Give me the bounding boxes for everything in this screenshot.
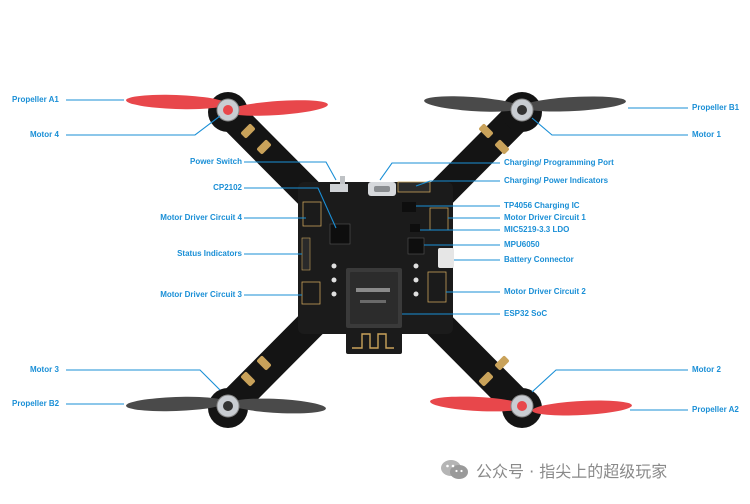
leader-lines (66, 99, 688, 411)
label-motor-driver-2: Motor Driver Circuit 2 (504, 287, 586, 296)
label-mpu6050: MPU6050 (504, 240, 540, 249)
label-charging-port: Charging/ Programming Port (504, 158, 614, 167)
propeller-a2 (430, 396, 632, 416)
propeller-a1 (126, 94, 328, 116)
label-motor-2: Motor 2 (692, 365, 721, 374)
label-motor-1: Motor 1 (692, 130, 721, 139)
label-motor-3: Motor 3 (30, 365, 59, 374)
label-power-switch: Power Switch (189, 157, 242, 166)
label-esp32: ESP32 SoC (504, 309, 548, 318)
watermark-text: 公众号 · 指尖上的超级玩家 (476, 462, 668, 481)
propeller-b2 (126, 396, 326, 414)
label-propeller-a2: Propeller A2 (692, 405, 739, 414)
label-motor-4: Motor 4 (30, 130, 59, 139)
label-charging-indicators: Charging/ Power Indicators (504, 176, 609, 185)
label-status-indicators: Status Indicators (177, 249, 242, 258)
label-motor-driver-4: Motor Driver Circuit 4 (160, 213, 242, 222)
label-mic5219: MIC5219-3.3 LDO (504, 225, 570, 234)
label-propeller-b2: Propeller B2 (12, 399, 60, 408)
label-battery-connector: Battery Connector (504, 255, 574, 264)
motor-hubs (216, 98, 534, 418)
watermark: 公众号 · 指尖上的超级玩家 (440, 458, 667, 482)
propeller-b1 (424, 96, 626, 112)
label-propeller-a1: Propeller A1 (12, 95, 59, 104)
label-motor-driver-3: Motor Driver Circuit 3 (160, 290, 242, 299)
label-cp2102: CP2102 (213, 183, 242, 192)
wechat-icon (441, 460, 468, 479)
label-propeller-b1: Propeller B1 (692, 103, 740, 112)
label-motor-driver-1: Motor Driver Circuit 1 (504, 213, 586, 222)
label-tp4056: TP4056 Charging IC (504, 201, 580, 210)
main-pcb (298, 176, 454, 354)
